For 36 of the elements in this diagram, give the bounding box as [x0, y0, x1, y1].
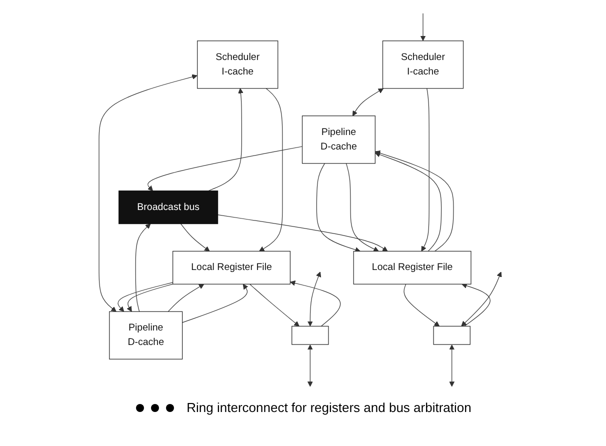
arrow — [449, 344, 455, 387]
note-text: Ring interconnect for registers and bus arbitration — [186, 400, 472, 415]
arrow — [180, 223, 210, 252]
node-box: Scheduler I-cache — [197, 40, 278, 89]
arrow — [147, 146, 303, 192]
node-box — [433, 326, 470, 345]
arrow — [374, 152, 442, 252]
arrow — [118, 282, 174, 312]
arrow — [374, 150, 454, 252]
arrow — [208, 88, 244, 192]
arrow — [168, 284, 204, 312]
arrow — [346, 163, 379, 252]
arrow — [182, 284, 248, 323]
arrow — [404, 284, 440, 326]
arrow — [307, 272, 322, 326]
arrow — [217, 214, 388, 252]
arrow — [316, 163, 360, 252]
node-box: Local Register File — [172, 250, 290, 284]
node-box: Pipeline D-cache — [109, 311, 183, 360]
arrow — [290, 280, 341, 327]
arrow — [461, 272, 502, 326]
arrow — [421, 88, 430, 252]
arrow — [249, 284, 300, 326]
arrow — [259, 88, 283, 252]
arrow — [126, 284, 174, 312]
arrow — [462, 283, 490, 327]
node-box: Scheduler I-cache — [382, 40, 464, 89]
node-box: Pipeline D-cache — [302, 116, 376, 164]
arrow — [307, 344, 313, 387]
arrow — [352, 88, 384, 116]
arrow — [135, 224, 151, 312]
arrow — [420, 13, 426, 42]
node-box: Broadcast bus — [118, 190, 218, 224]
arrow — [98, 74, 198, 312]
node-box: Local Register File — [353, 250, 472, 284]
node-box — [292, 326, 329, 345]
